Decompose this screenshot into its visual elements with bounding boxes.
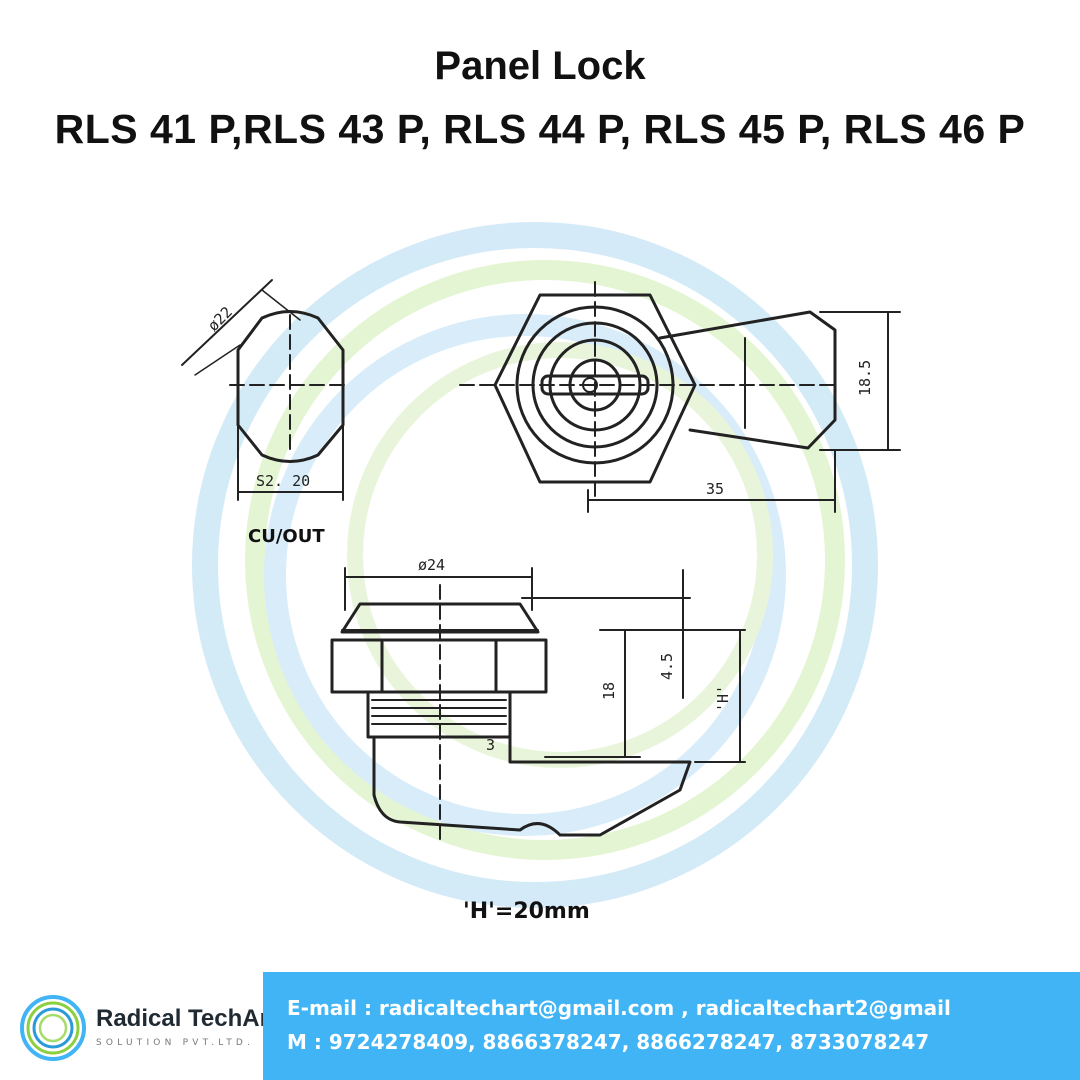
front-view xyxy=(459,281,901,513)
dim-front-height: 18.5 xyxy=(856,360,874,396)
technical-drawing: ø22 S2. 20 CU/OUT 18.5 35 ø24 18 4.5 'H'… xyxy=(181,222,901,924)
dim-side-h: 'H' xyxy=(714,685,732,712)
side-view xyxy=(330,567,746,841)
company-logo: Radical TechArt SOLUTION PVT.LTD. xyxy=(18,985,277,1065)
dim-side-diameter: ø24 xyxy=(418,556,445,574)
h-note: 'H'=20mm xyxy=(463,899,590,924)
dim-front-length: 35 xyxy=(706,480,724,498)
cutout-view xyxy=(181,279,351,501)
page-title: Panel Lock xyxy=(434,44,646,88)
dim-cutout-diameter: ø22 xyxy=(204,303,236,335)
contact-mobile[interactable]: M : 9724278409, 8866378247, 8866278247, … xyxy=(287,1030,930,1054)
company-name: Radical TechArt xyxy=(96,1005,277,1032)
model-list: RLS 41 P,RLS 43 P, RLS 44 P, RLS 45 P, R… xyxy=(54,106,1026,152)
cutout-label: CU/OUT xyxy=(248,526,325,547)
dim-side-height: 18 xyxy=(600,682,618,700)
logo-rings-icon xyxy=(20,995,86,1061)
dim-side-offset: 4.5 xyxy=(658,653,676,680)
company-tagline: SOLUTION PVT.LTD. xyxy=(96,1038,255,1048)
dim-cutout-width: S2. 20 xyxy=(256,472,310,490)
watermark-rings xyxy=(192,222,878,908)
contact-bar: E-mail : radicaltechart@gmail.com , radi… xyxy=(263,972,1080,1080)
contact-email[interactable]: E-mail : radicaltechart@gmail.com , radi… xyxy=(287,996,951,1020)
dim-side-small: 3 xyxy=(486,736,495,754)
